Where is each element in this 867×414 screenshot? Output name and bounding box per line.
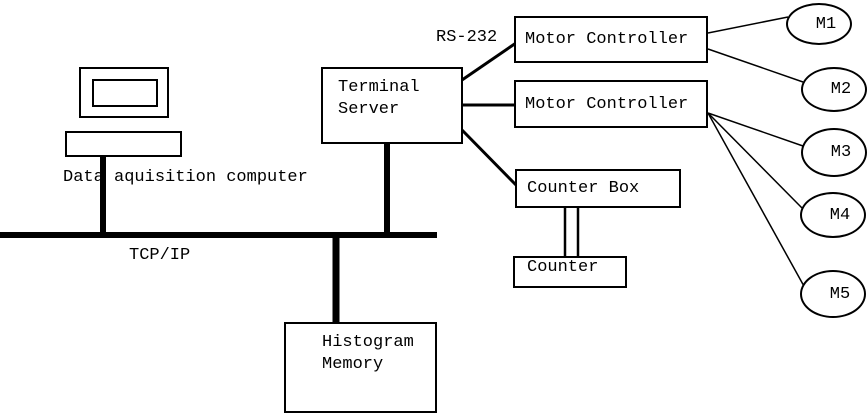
motor-m2-label: M2: [830, 80, 852, 99]
motor-controller-2-to-m5-line: [707, 112, 806, 289]
tcp-ip-label: TCP/IP: [129, 246, 191, 265]
motor-m5-label: M5: [829, 284, 851, 304]
terminal-server-to-counter-box-line: [460, 128, 519, 188]
counter-node: Counter: [513, 256, 627, 288]
computer-keyboard-icon: [65, 131, 182, 157]
terminal-server-box: Terminal Server: [321, 67, 463, 144]
histogram-memory-label-line2: Memory: [322, 355, 384, 374]
counter-label: Counter: [527, 258, 599, 277]
terminal-server-label-line2: Server: [338, 100, 400, 119]
motor-controller-2-to-m4-line: [707, 112, 803, 209]
motor-m4-ellipse: M4: [800, 192, 866, 238]
data-acquisition-computer-label: Data aquisition computer: [63, 168, 308, 187]
motor-m3-ellipse: M3: [801, 128, 867, 177]
motor-controller-2-to-m3-line: [707, 112, 804, 147]
motor-controller-1-box: Motor Controller: [514, 16, 708, 63]
motor-m3-label: M3: [830, 143, 852, 162]
connector-lines: [0, 16, 806, 323]
motor-m1-ellipse: M1: [786, 3, 852, 45]
counter-box-node: Counter Box: [515, 169, 681, 208]
terminal-server-label-line1: Terminal: [338, 78, 420, 97]
terminal-server-to-motor-controller-1-line: [461, 41, 517, 82]
computer-screen-icon: [92, 79, 158, 107]
histogram-memory-box: Histogram Memory: [284, 322, 437, 413]
motor-controller-1-label: Motor Controller: [525, 30, 689, 49]
motor-m1-label: M1: [815, 14, 837, 34]
motor-m2-ellipse: M2: [801, 67, 867, 112]
counter-box-label: Counter Box: [527, 179, 640, 198]
motor-m4-label: M4: [829, 205, 851, 225]
motor-controller-1-to-m2-line: [707, 48, 804, 83]
motor-m5-ellipse: M5: [800, 270, 866, 318]
motor-controller-1-to-m1-line: [707, 16, 789, 34]
histogram-memory-label-line1: Histogram: [322, 333, 414, 352]
motor-controller-2-label: Motor Controller: [525, 94, 689, 114]
motor-controller-2-box: Motor Controller: [514, 80, 708, 128]
rs-232-label: RS-232: [436, 28, 498, 47]
